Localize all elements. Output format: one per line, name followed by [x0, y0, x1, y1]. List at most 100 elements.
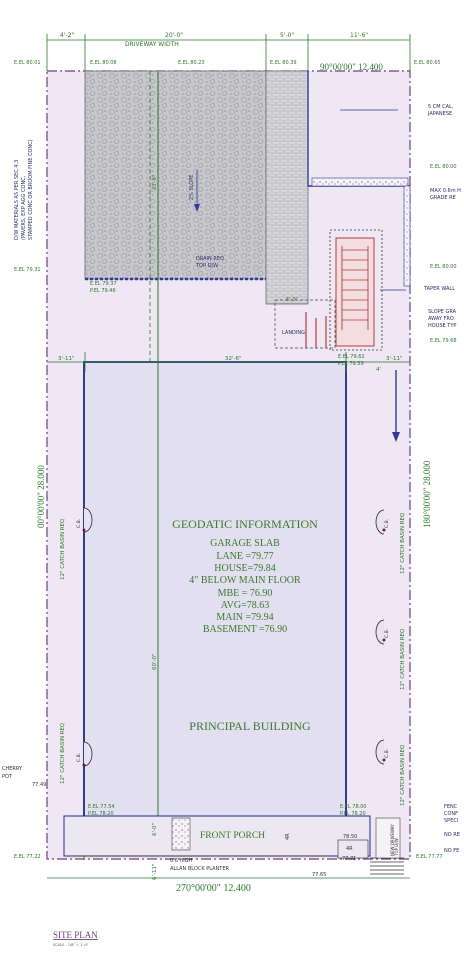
porch-riser-2: 4R [346, 846, 353, 852]
note-grade: GRADE RE [430, 195, 456, 201]
geodetic-line-2: HOUSE=79.84 [214, 563, 275, 574]
top-dim-right: 11'-6" [350, 32, 368, 39]
elev-p-b-e: E.EL 79.62 [338, 354, 365, 360]
cb-label-4: C.B. [384, 629, 390, 638]
drain-2: TOP D/W [195, 263, 218, 269]
elev-e2: E.EL 80.08 [90, 60, 117, 66]
elev-e8: E.EL 80.00 [430, 264, 457, 270]
walkway-pavers [265, 70, 309, 305]
elev-e3: E.EL 80.23 [178, 60, 205, 66]
principal-building [83, 361, 347, 819]
elev-v1: 77.49 [32, 782, 46, 788]
catch-basins [83, 507, 385, 767]
catch-right-2: 12" CATCH BASIN REQ [400, 628, 406, 690]
elev-p-c-e: E.EL 77.54 [88, 804, 115, 810]
top-dim-left: 4'-2" [60, 32, 74, 39]
geodetic-line-6: MAIN =79.94 [216, 612, 273, 623]
new-drive-2: TOP D/W [394, 838, 399, 857]
blue-side-arrowhead [392, 432, 400, 442]
drain-1: DRAIN REQ [196, 256, 224, 262]
geodetic-line-1: LANE =79.77 [216, 551, 273, 562]
elev-v4: 77.65 [312, 872, 326, 878]
landing-label: LANDING [282, 330, 305, 336]
front-steps [337, 839, 369, 859]
note-nofe: NO FE [444, 848, 459, 854]
side-driveway-box [375, 817, 401, 859]
catch-right-3: 12" CATCH BASIN REQ [400, 744, 406, 806]
top-dim-mid: 5'-0" [280, 32, 294, 39]
elev-p-b-p: P.EL 79.59 [338, 361, 364, 367]
drive-slope-arrowhead [194, 204, 200, 212]
note-cal: 5 CM CAL. [428, 104, 454, 110]
bottom-bearing: 270°00'00" 12.400 [176, 883, 251, 894]
cb-label-5: C.B. [384, 749, 390, 758]
retaining-wall-gravel [311, 177, 409, 187]
landing-dim: 6'-0" [286, 297, 298, 303]
bldg-dim-right: 3'-11" [386, 356, 403, 362]
geodetic-title: GEODATIC INFORMATION [172, 517, 318, 531]
bldg-depth: 60'-0" [152, 653, 158, 670]
new-drive-1: NEW DRIVEWAY [390, 824, 395, 856]
left-note-3: STAMPED CONC OR BROOM FINE CONC) [28, 139, 34, 240]
geodetic-line-4: MBE = 76.90 [218, 588, 273, 599]
elev-e9: E.EL 79.68 [430, 338, 457, 344]
note-japanese: JAPANESE [427, 111, 452, 117]
cb-label-1: C.B. [76, 519, 82, 528]
front-right-steps [370, 857, 404, 875]
landing [274, 299, 336, 349]
note-fence1: FENC [444, 804, 458, 810]
porch-column [171, 817, 191, 851]
geodetic-line-5: AVG=78.63 [221, 600, 270, 611]
bldg-dim-left: 3'-11" [58, 356, 75, 362]
principal-building-label: PRINCIPAL BUILDING [189, 719, 311, 733]
note-nore: NO RE [444, 832, 460, 838]
note-fence2: CONF [444, 811, 458, 817]
planter-1: 0.6 HIGH [170, 858, 193, 864]
stair-treads [341, 246, 369, 330]
catch-left-1: 12" CATCH BASIN REQ [60, 518, 66, 580]
front-porch [63, 815, 371, 857]
geodetic-line-3: 4" BELOW MAIN FLOOR [189, 575, 301, 586]
elev-e5: E.EL 80.65 [414, 60, 441, 66]
elev-e4: E.EL 80.39 [270, 60, 297, 66]
elev-p-d-e: E.EL 78.00 [340, 804, 367, 810]
top-dim-driveway: 20'-0" [165, 32, 183, 39]
planter-2: ALLAN BLOCK PLANTER [170, 866, 229, 872]
geodetic-line-0: GARAGE SLAB [210, 538, 280, 549]
note-slope2: AWAY FRO [428, 316, 454, 322]
elev-e7: E.EL 79.31 [14, 267, 41, 273]
catch-left-2: 12" CATCH BASIN REQ [60, 722, 66, 784]
top-bearing: 90°00'00" 12.400 [320, 62, 383, 72]
elev-p-a-p: P.EL 79.46 [90, 288, 116, 294]
cb-label-2: C.B. [76, 753, 82, 762]
porch-dim-1: 6'-0" [152, 823, 158, 836]
note-max: MAX 0.6m H [430, 188, 461, 194]
tree-l1: CHERRY [2, 766, 23, 772]
left-bearing: 00°00'00" 28.000 [36, 465, 46, 528]
cb-label-3: C.B. [384, 519, 390, 528]
elev-br: E.EL 77.77 [416, 854, 443, 860]
right-bearing: 180°00'00" 28.000 [422, 460, 432, 528]
elev-p-d-p: P.EL 78.20 [340, 811, 366, 817]
bldg-dim-width: 32'-6" [225, 356, 242, 362]
elev-p-c-p: P.EL 78.20 [88, 811, 114, 817]
driveway-width-label: DRIVEWAY WIDTH [125, 41, 179, 48]
drive-depth: 23'-0" [152, 175, 158, 190]
tree-l2: POT [2, 774, 13, 780]
elev-e6: E.EL 80.00 [430, 164, 457, 170]
elev-v3: 77.71 [342, 856, 356, 862]
site-plan-scale: SCALE - 1/8" = 1'-0" [53, 943, 89, 947]
geodetic-line-7: BASEMENT =76.90 [203, 624, 287, 635]
site-plan-title: SITE PLAN [53, 930, 98, 940]
note-slope1: SLOPE GRA [428, 309, 457, 315]
elev-e1: E.EL 80.01 [14, 60, 41, 66]
left-note-1: D/W MATERIALS AS PER SEC 4.3 [14, 160, 20, 240]
note-slope3: HOUSE TYP [428, 323, 456, 329]
drive-slope: 2% SLOPE [189, 175, 195, 200]
elev-v2: 78.50 [343, 834, 357, 840]
side-wall-gravel [403, 185, 411, 287]
note-fence3: SPECI [444, 818, 458, 824]
driveway-area [84, 70, 267, 280]
